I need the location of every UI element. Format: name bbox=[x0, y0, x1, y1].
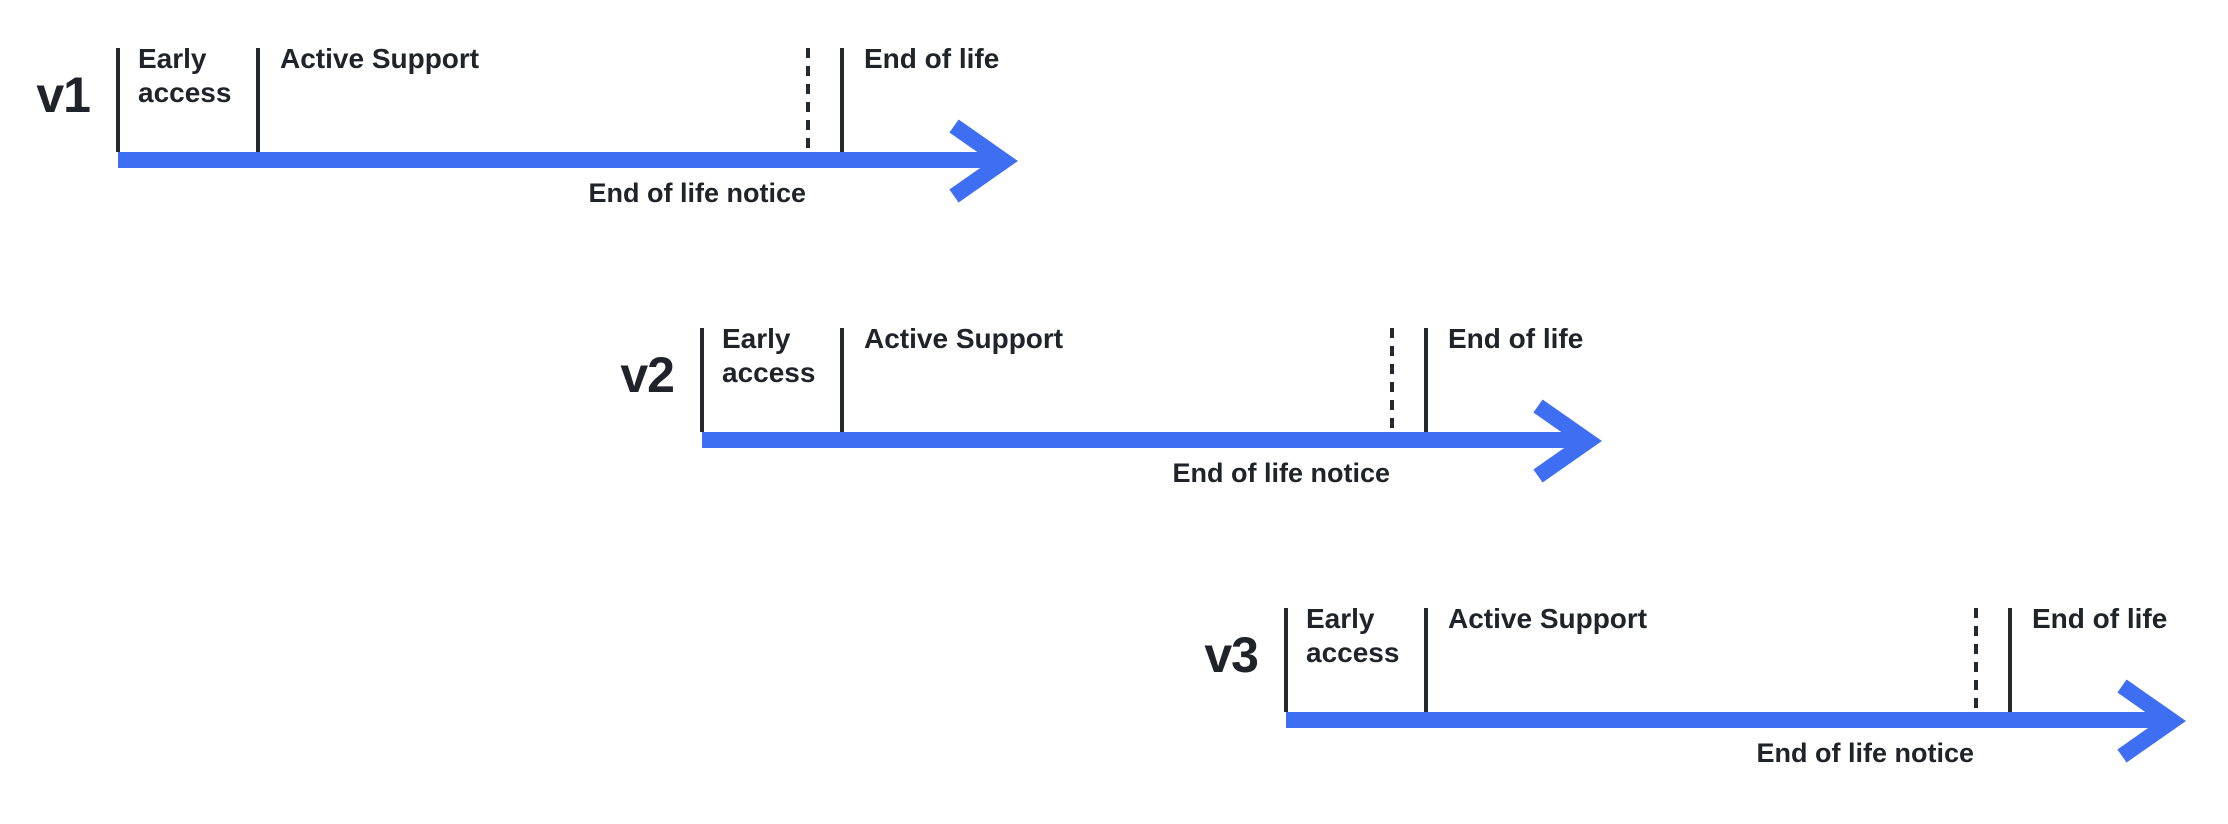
active-support-start-tick bbox=[256, 48, 260, 152]
end-of-life-label: End of life bbox=[1448, 323, 1584, 354]
timeline-arrow-bar bbox=[118, 152, 1000, 168]
eol-notice-label: End of life notice bbox=[1756, 738, 1974, 768]
early-access-label: Early access bbox=[1306, 603, 1400, 668]
end-of-life-tick bbox=[840, 48, 844, 152]
arrow-chevron bbox=[2117, 679, 2186, 763]
end-of-life-label: End of life bbox=[2032, 603, 2168, 634]
end-of-life-tick bbox=[2008, 608, 2012, 712]
early-access-start-tick bbox=[1284, 608, 1288, 712]
end-of-life-tick bbox=[1424, 328, 1428, 432]
eol-notice-dashed-line bbox=[1390, 328, 1394, 431]
active-support-label: Active Support bbox=[280, 43, 480, 74]
active-support-start-tick bbox=[1424, 608, 1428, 712]
eol-notice-label: End of life notice bbox=[588, 178, 806, 208]
arrow-head-icon bbox=[1533, 399, 1602, 483]
version-label: v1 bbox=[36, 67, 91, 123]
early-access-label: Early access bbox=[138, 43, 232, 108]
active-support-start-tick bbox=[840, 328, 844, 432]
arrow-head-icon bbox=[949, 119, 1018, 203]
early-access-start-tick bbox=[700, 328, 704, 432]
arrow-chevron bbox=[949, 119, 1018, 203]
early-access-start-tick bbox=[116, 48, 120, 152]
eol-notice-dashed-line bbox=[1974, 608, 1978, 711]
version-label: v3 bbox=[1204, 627, 1259, 683]
early-access-label: Early access bbox=[722, 323, 816, 388]
timeline-v2: v2 Early access Active Support End of li… bbox=[582, 314, 1682, 544]
timeline-v1: v1 Early access Active Support End of li… bbox=[0, 34, 1098, 264]
timeline-arrow-bar bbox=[1286, 712, 2168, 728]
arrow-head-icon bbox=[2117, 679, 2186, 763]
timeline-arrow-bar bbox=[702, 432, 1584, 448]
arrow-chevron bbox=[1533, 399, 1602, 483]
active-support-label: Active Support bbox=[1448, 603, 1648, 634]
eol-notice-label: End of life notice bbox=[1172, 458, 1390, 488]
timeline-v3: v3 Early access Active Support End of li… bbox=[1166, 594, 2228, 824]
active-support-label: Active Support bbox=[864, 323, 1064, 354]
eol-notice-dashed-line bbox=[806, 48, 810, 151]
version-label: v2 bbox=[620, 347, 675, 403]
end-of-life-label: End of life bbox=[864, 43, 1000, 74]
